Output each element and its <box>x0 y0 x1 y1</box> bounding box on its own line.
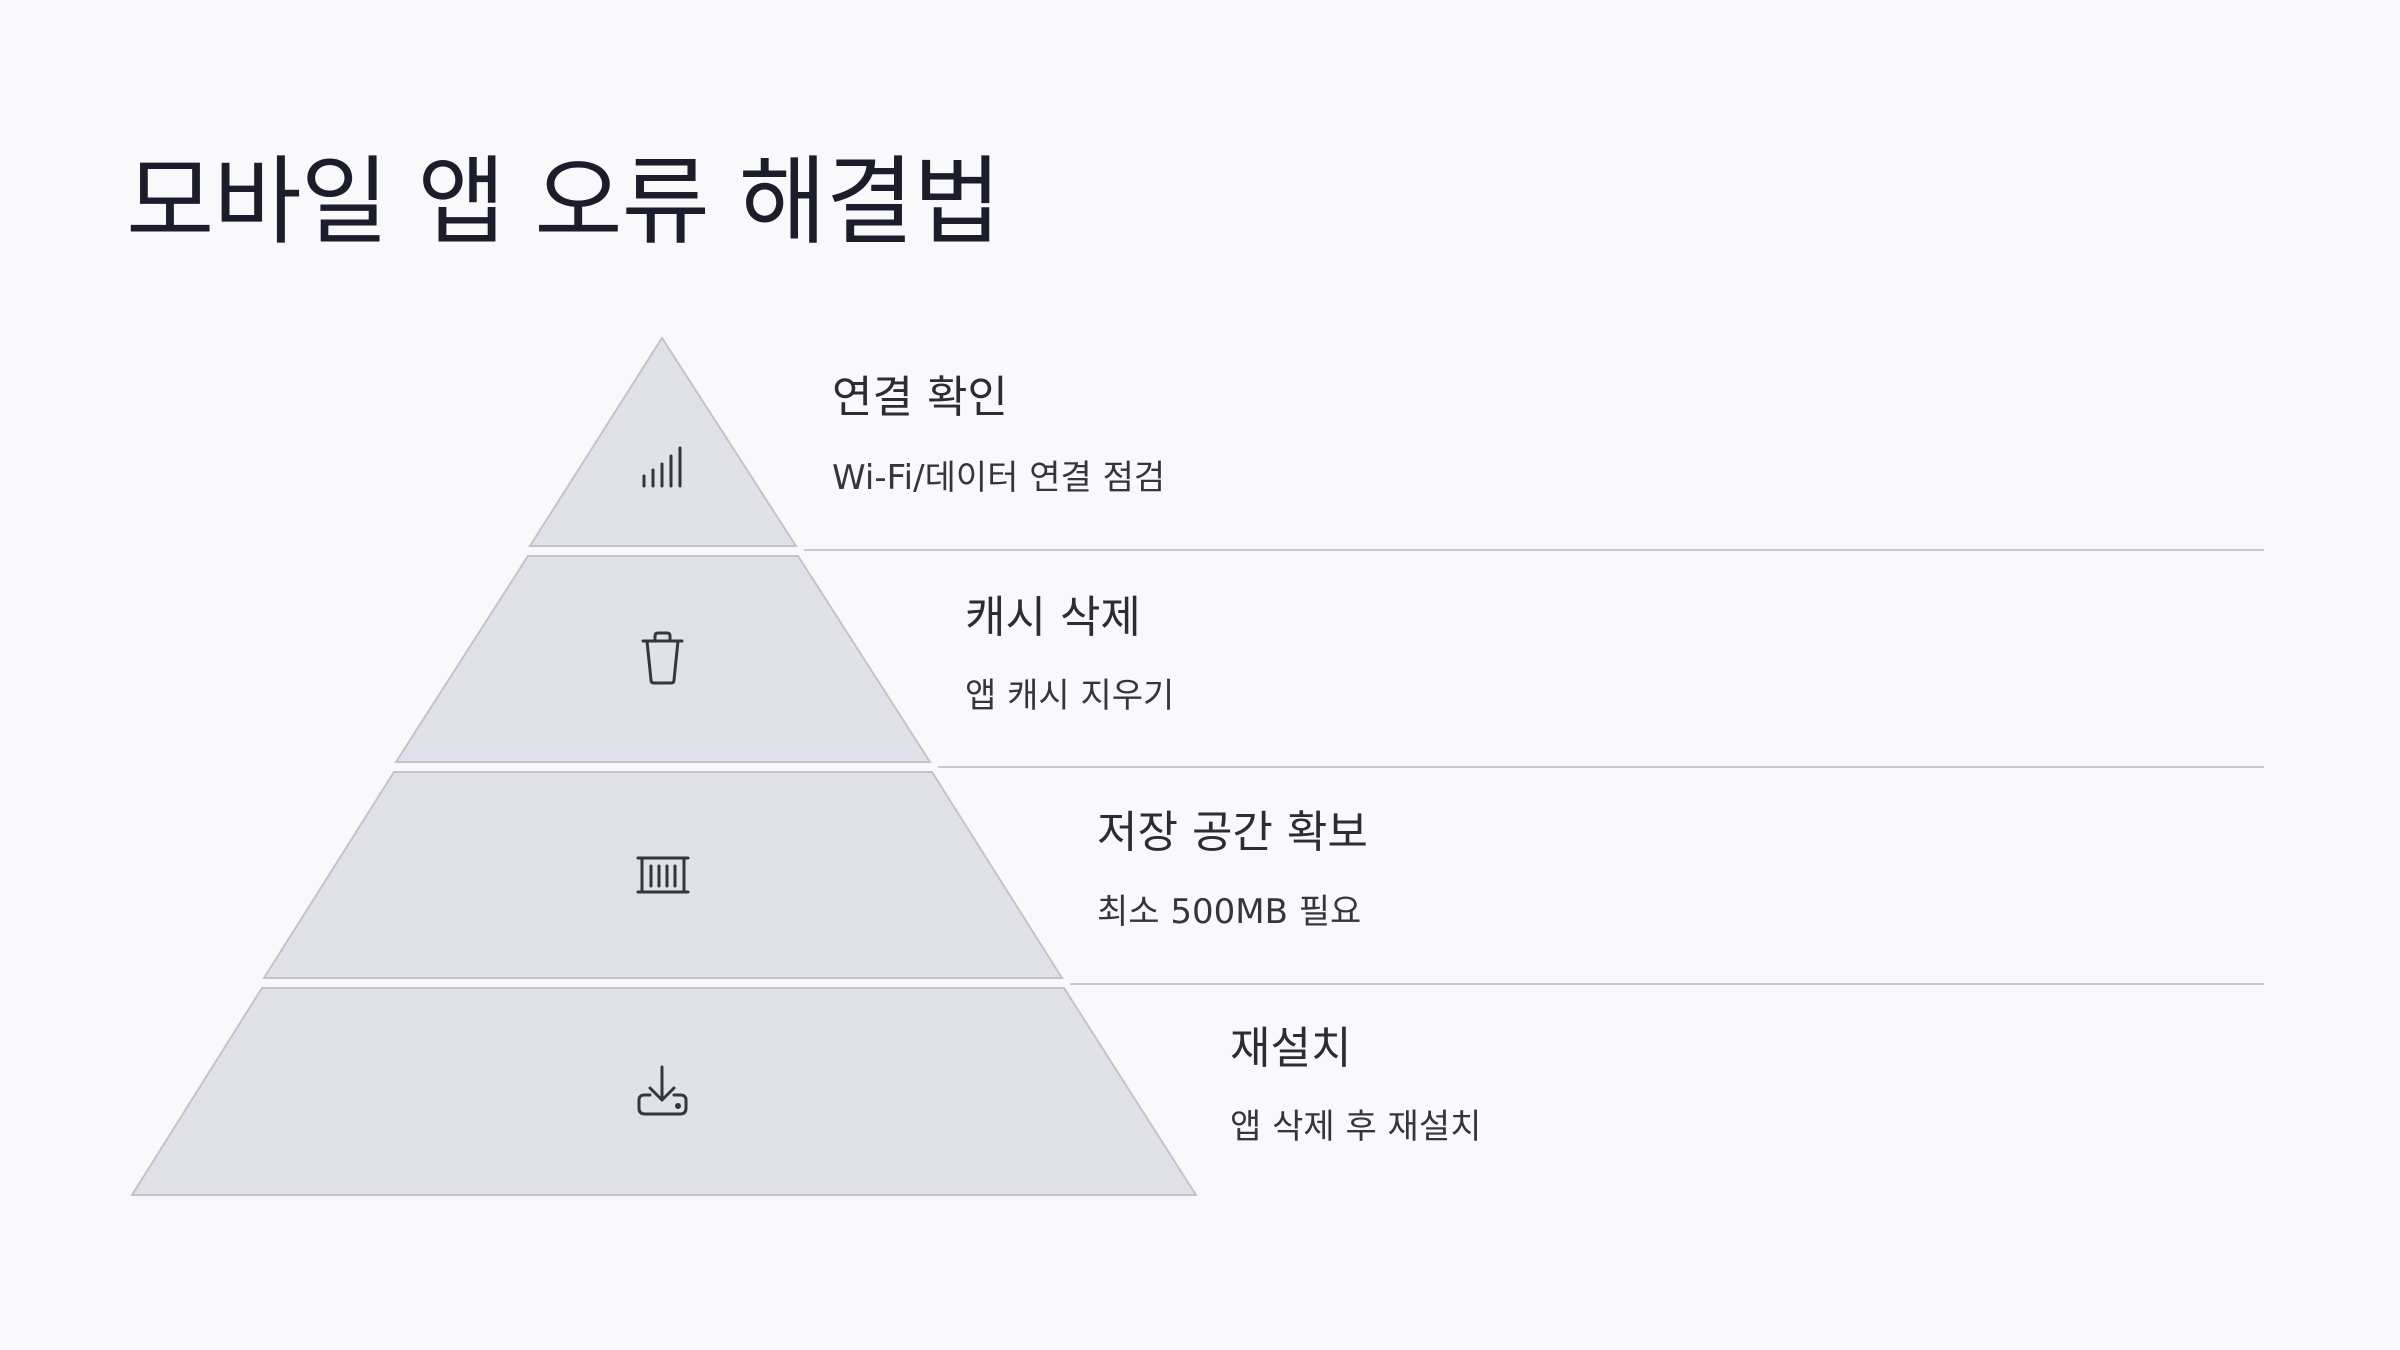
layer-2-description: 앱 캐시 지우기 <box>965 676 1175 716</box>
pyramid-layer-3 <box>262 771 1064 979</box>
layer-3-description: 최소 500MB 필요 <box>1097 892 1362 932</box>
signal-bars-icon <box>642 446 682 488</box>
layer-1-description: Wi-Fi/데이터 연결 점검 <box>832 458 1166 498</box>
pyramid-layer-1 <box>528 336 798 547</box>
download-icon <box>637 1065 688 1116</box>
layer-2-title: 캐시 삭제 <box>965 592 1141 643</box>
layer-4-description: 앱 삭제 후 재설치 <box>1230 1107 1482 1147</box>
pyramid-layer-4 <box>130 987 1198 1196</box>
layer-1-title: 연결 확인 <box>832 372 1008 423</box>
storage-icon <box>636 856 690 894</box>
layer-4-title: 재설치 <box>1230 1023 1352 1074</box>
layer-3-title: 저장 공간 확보 <box>1097 807 1368 858</box>
trash-icon <box>641 631 684 685</box>
page-title: 모바일 앱 오류 해결법 <box>126 146 1001 258</box>
pyramid-layer-2 <box>394 555 932 763</box>
